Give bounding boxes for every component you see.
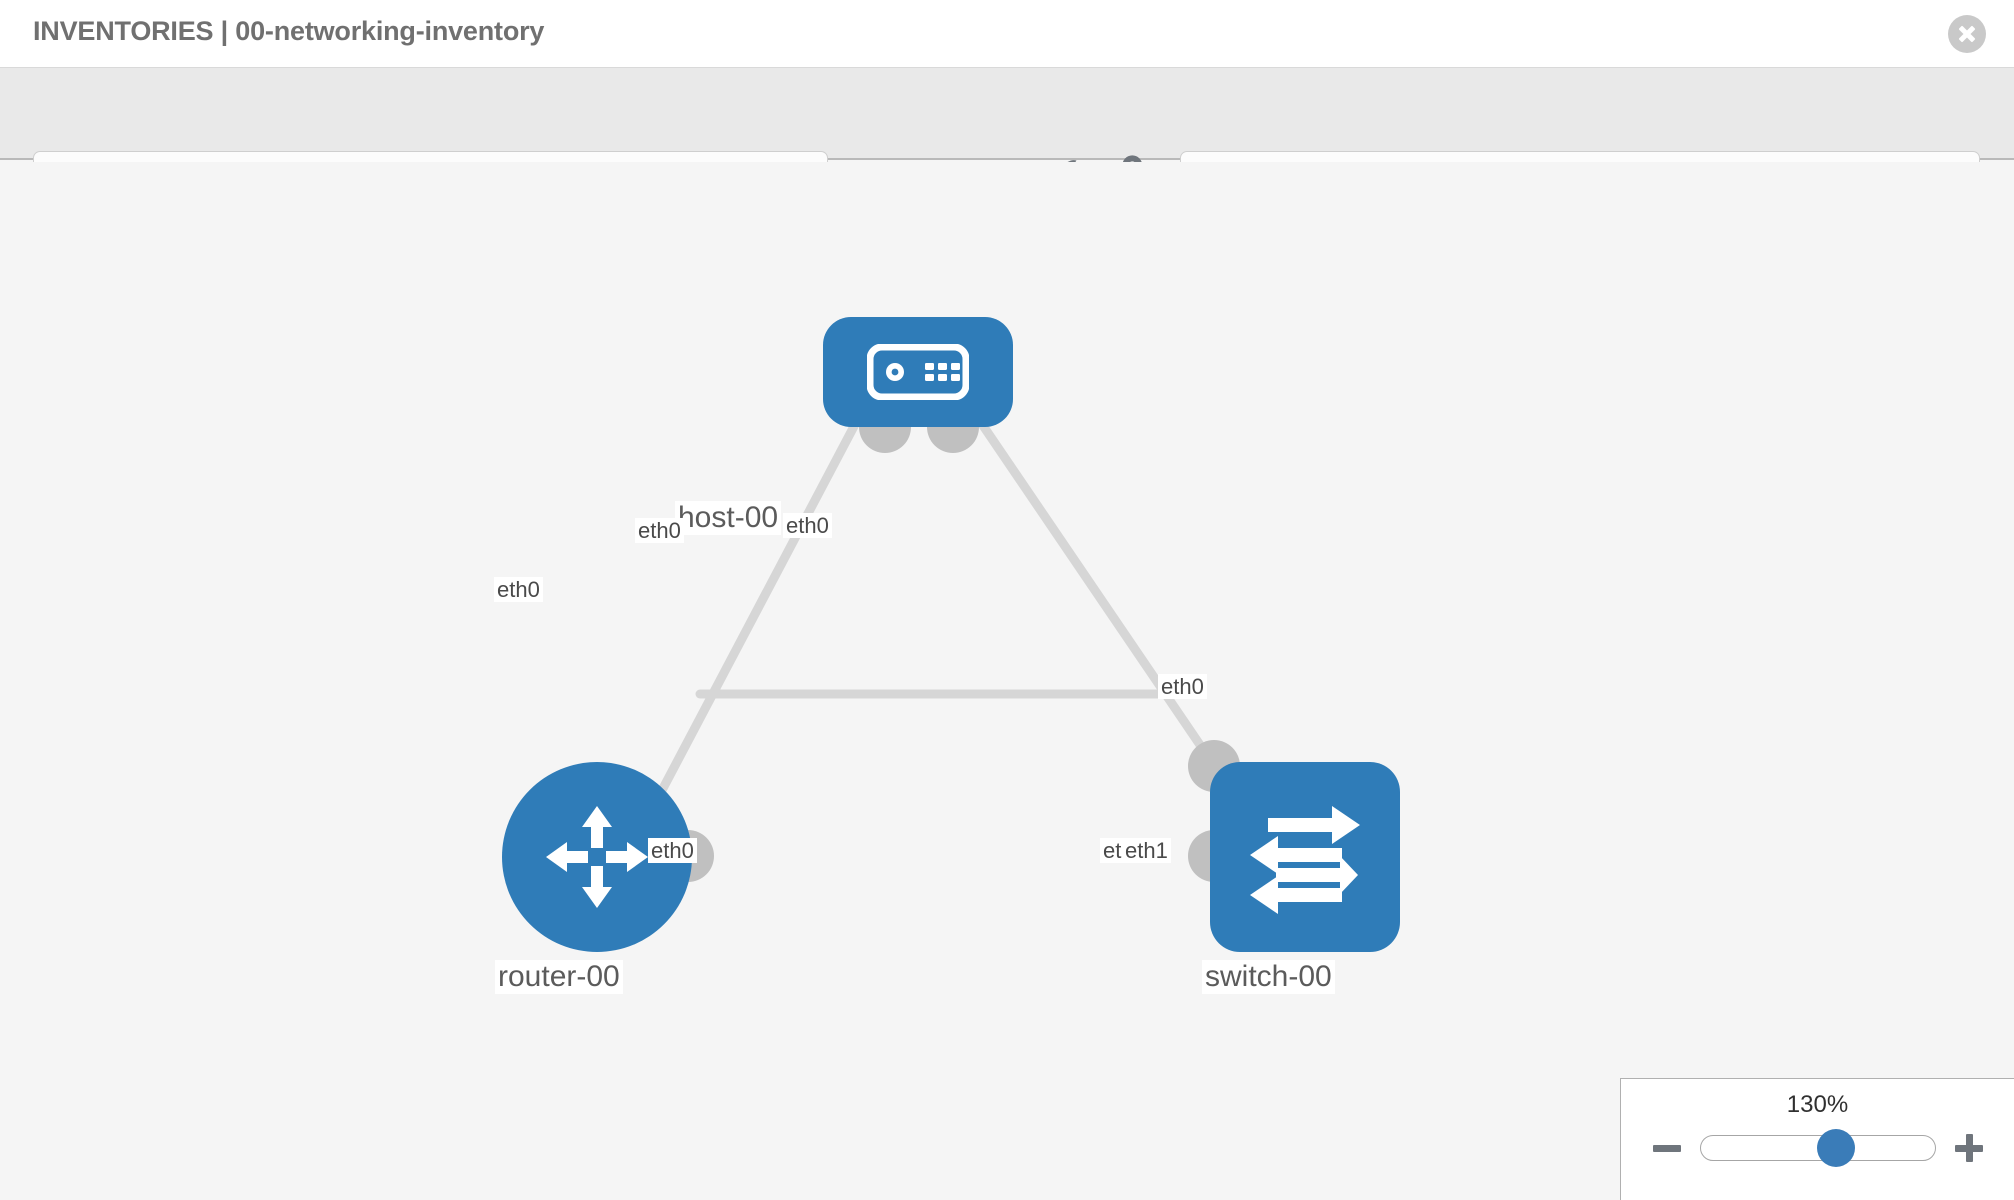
zoom-in-button[interactable]: [1952, 1131, 1986, 1165]
page-header: INVENTORIES | 00-networking-inventory: [0, 0, 2014, 68]
iface-label-switch-left-b: eth1: [1122, 838, 1171, 864]
node-router-00[interactable]: eth0 eth0 router-00: [494, 577, 714, 994]
node-label-switch-00: switch-00: [1202, 960, 1335, 994]
zoom-out-button[interactable]: [1650, 1131, 1684, 1165]
zoom-slider-thumb[interactable]: [1817, 1129, 1856, 1167]
node-host-shape[interactable]: [823, 317, 1013, 427]
link-host-switch: [945, 372, 1237, 797]
node-host-00[interactable]: eth0 host-00 eth0: [635, 317, 1013, 544]
node-label-router-00: router-00: [495, 960, 623, 994]
iface-label-host-right: eth0: [783, 513, 832, 539]
topology-canvas[interactable]: eth0 host-00 eth0: [0, 162, 2014, 1200]
zoom-control-panel: 130%: [1620, 1078, 2014, 1200]
toolbar: ACTIONS: [0, 68, 2014, 201]
close-icon[interactable]: [1948, 15, 1986, 53]
node-switch-shape[interactable]: [1210, 762, 1400, 952]
iface-label-host-left: eth0: [635, 518, 684, 544]
iface-label-router-up: eth0: [494, 577, 543, 603]
topology-graph: eth0 host-00 eth0: [0, 162, 2014, 1200]
zoom-slider-row: [1621, 1129, 2014, 1167]
node-switch-00[interactable]: eth0 eth eth1 switch-00: [1100, 674, 1400, 994]
iface-label-switch-up: eth0: [1158, 674, 1207, 700]
iface-label-router-right: eth0: [648, 838, 697, 864]
zoom-slider[interactable]: [1699, 1129, 1936, 1167]
link-host-router: [635, 372, 885, 837]
node-label-host-00: host-00: [675, 501, 782, 535]
page-title: INVENTORIES | 00-networking-inventory: [33, 16, 545, 46]
zoom-level-label: 130%: [1786, 1091, 1849, 1118]
